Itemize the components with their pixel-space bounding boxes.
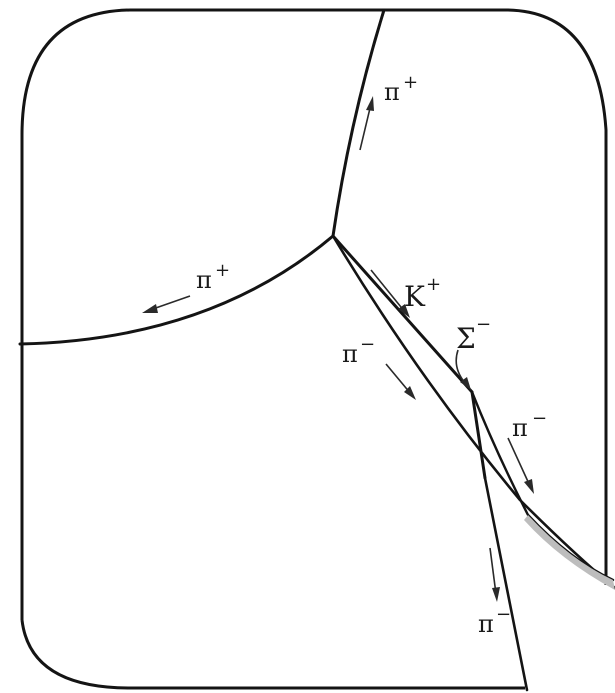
label-k-plus: K + bbox=[404, 274, 441, 313]
label-pi-minus-right: π − bbox=[512, 408, 547, 442]
label-pi-minus-left-sup: − bbox=[360, 334, 375, 355]
label-pi-minus-right-sup: − bbox=[532, 408, 547, 429]
label-pi-minus-right-base: π bbox=[512, 414, 528, 442]
label-pi-plus-upper-base: π bbox=[384, 78, 400, 106]
label-sigma-minus-sup: − bbox=[476, 314, 491, 335]
label-pi-minus-lower-sup: − bbox=[496, 604, 511, 625]
label-pi-minus-left: π − bbox=[342, 334, 375, 368]
label-pi-plus-left: π + bbox=[196, 260, 230, 294]
label-pi-plus-left-base: π bbox=[196, 266, 212, 294]
arrow-sigma-minus bbox=[456, 350, 471, 390]
arrow-pi-plus-upper bbox=[360, 96, 374, 150]
chamber-frame bbox=[22, 10, 606, 688]
label-sigma-minus: Σ − bbox=[456, 314, 491, 355]
label-pi-plus-left-sup: + bbox=[215, 260, 230, 281]
label-k-plus-base: K bbox=[404, 280, 426, 313]
label-pi-plus-upper: π + bbox=[384, 72, 418, 106]
arrow-pi-minus-left bbox=[386, 364, 416, 400]
label-sigma-minus-base: Σ bbox=[456, 322, 476, 355]
track-pi-minus-lower bbox=[485, 478, 527, 690]
label-pi-minus-lower-base: π bbox=[478, 610, 494, 638]
track-k-plus bbox=[333, 236, 472, 392]
label-pi-minus-left-base: π bbox=[342, 340, 358, 368]
label-pi-minus-lower: π − bbox=[478, 604, 511, 638]
arrow-pi-plus-left bbox=[142, 296, 190, 313]
arrow-pi-minus-lower bbox=[490, 548, 500, 602]
label-k-plus-sup: + bbox=[426, 274, 441, 295]
track-pi-plus-left bbox=[20, 236, 333, 344]
track-pi-plus-upper bbox=[333, 10, 384, 236]
arrow-pi-minus-right bbox=[508, 438, 534, 494]
label-pi-plus-upper-sup: + bbox=[403, 72, 418, 93]
